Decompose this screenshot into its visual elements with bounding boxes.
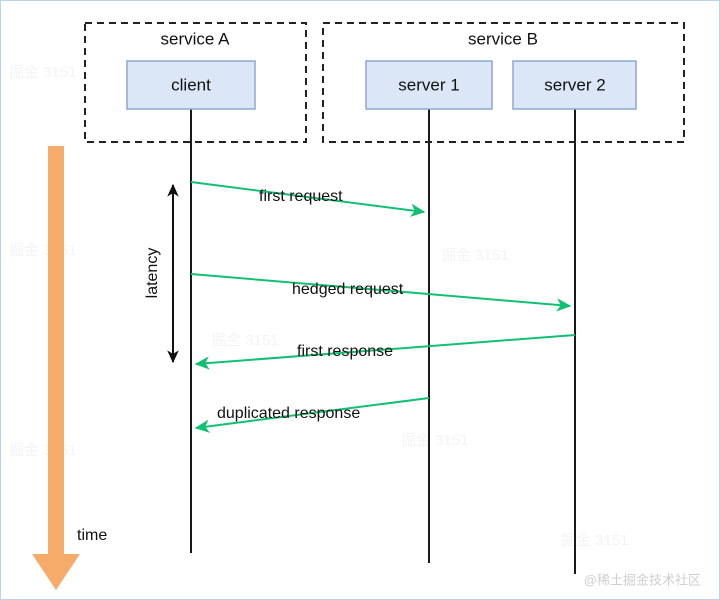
- message-hedged-request-label: hedged request: [292, 281, 404, 298]
- message-duplicated-response-arrow[interactable]: [194, 397, 430, 433]
- participant-server-2[interactable]: server 2: [512, 60, 637, 110]
- participant-client[interactable]: client: [126, 60, 256, 110]
- group-service-a-label: service A: [161, 29, 231, 48]
- participant-client-label: client: [171, 75, 211, 94]
- group-service-a: service A: [84, 22, 307, 143]
- ghost-watermark: 掘金 3151: [211, 332, 279, 349]
- message-hedged-request[interactable]: hedged request: [190, 273, 572, 312]
- latency-annotation: latency: [144, 183, 179, 364]
- ghost-watermark: 掘金 3151: [441, 247, 509, 264]
- group-service-b: service B: [322, 22, 685, 143]
- message-duplicated-response[interactable]: duplicated response: [194, 397, 430, 433]
- group-service-a-border: [84, 22, 307, 143]
- message-first-request-label: first request: [259, 188, 343, 205]
- time-axis-label: time: [77, 527, 107, 544]
- ghost-watermark: 掘金 3151: [561, 532, 629, 549]
- latency-label: latency: [144, 248, 161, 299]
- time-axis-arrow: [32, 146, 80, 590]
- participant-server-2-label: server 2: [544, 75, 605, 94]
- message-hedged-request-arrow[interactable]: [190, 273, 572, 312]
- message-first-response-label: first response: [297, 343, 393, 360]
- ghost-watermark-layer: 掘金 3151 掘金 3151 掘金 3151 掘金 3151 掘金 3151 …: [9, 64, 629, 549]
- message-first-response[interactable]: first response: [194, 334, 576, 370]
- ghost-watermark: 掘金 3151: [9, 64, 77, 81]
- group-service-b-label: service B: [468, 29, 538, 48]
- group-service-b-border: [322, 22, 685, 143]
- time-axis: time: [32, 146, 107, 590]
- participant-server-2-box[interactable]: [512, 60, 637, 110]
- message-duplicated-response-label: duplicated response: [217, 405, 360, 422]
- participant-client-box[interactable]: [126, 60, 256, 110]
- participant-server-1-box[interactable]: [365, 60, 493, 110]
- participant-server-1[interactable]: server 1: [365, 60, 493, 110]
- credit-watermark: @稀土掘金技术社区: [584, 572, 701, 587]
- message-first-request-arrow[interactable]: [190, 181, 426, 217]
- participant-server-1-label: server 1: [398, 75, 459, 94]
- message-first-request[interactable]: first request: [190, 181, 426, 217]
- message-first-response-arrow[interactable]: [194, 334, 576, 370]
- ghost-watermark: 掘金 3151: [401, 432, 469, 449]
- ghost-watermark: 掘金 3151: [9, 442, 77, 459]
- ghost-watermark: 掘金 3151: [9, 242, 77, 259]
